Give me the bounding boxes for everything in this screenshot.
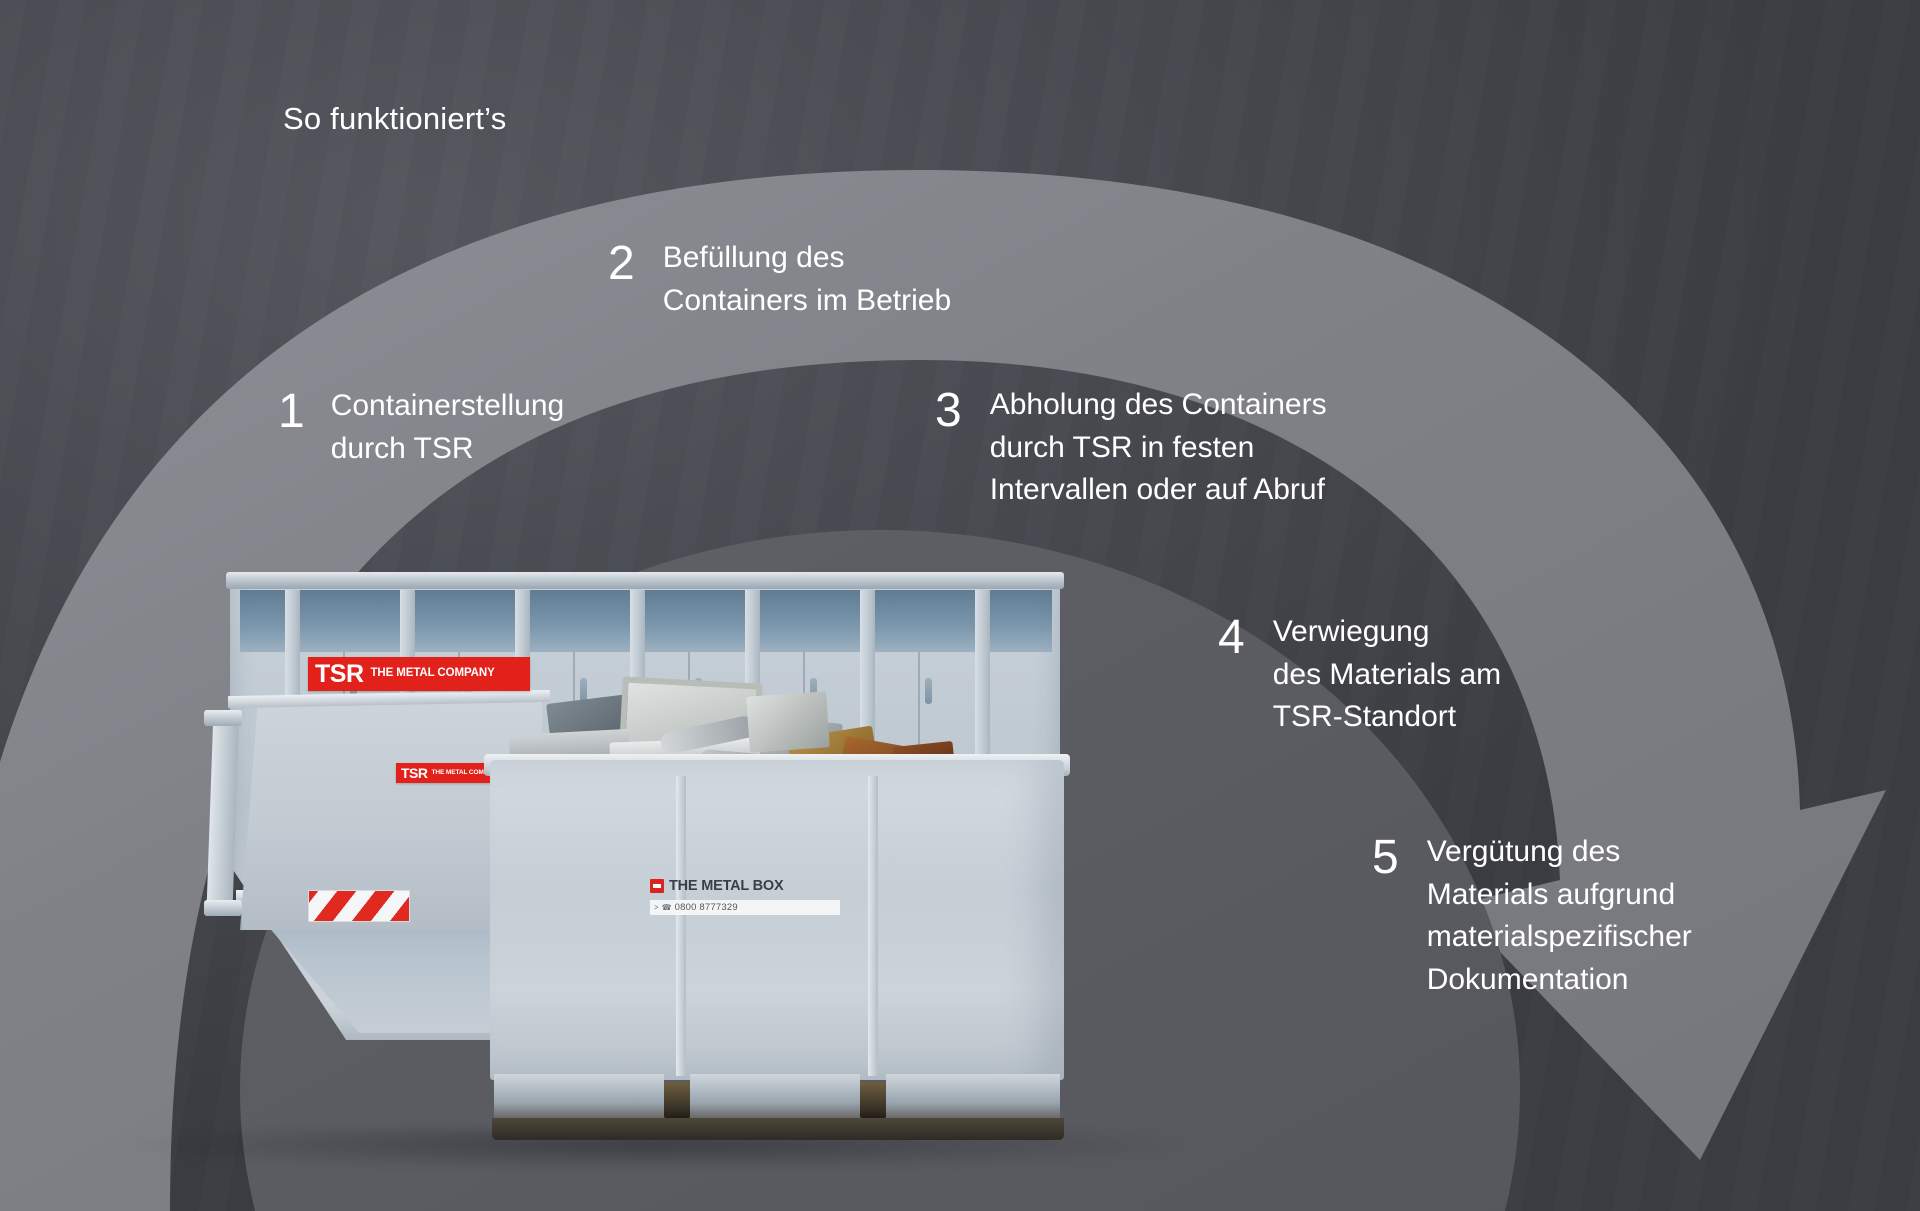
tsr-logo-large: TSR THE METAL COMPANY bbox=[308, 657, 530, 691]
skip-hook bbox=[580, 678, 587, 704]
metal-box-label-header: THE METAL BOX bbox=[650, 875, 840, 897]
metal-box-foot bbox=[690, 1074, 860, 1126]
step-text-line: Dokumentation bbox=[1426, 962, 1629, 996]
step-text: Containerstellung durch TSR bbox=[331, 385, 564, 470]
metal-box-divider bbox=[676, 776, 686, 1076]
step-number: 2 bbox=[608, 237, 635, 290]
tsr-tagline: THE METAL COMPANY bbox=[431, 768, 502, 776]
skip-arm-knob bbox=[204, 710, 242, 726]
page-title: So funktioniert’s bbox=[283, 101, 507, 136]
tsr-wordmark: TSR bbox=[315, 659, 364, 688]
step-text-line: Verwiegung bbox=[1272, 615, 1430, 648]
metal-box-divider bbox=[868, 776, 878, 1076]
step-text: Abholung des Containers durch TSR in fes… bbox=[990, 384, 1327, 512]
skip-hook bbox=[350, 678, 357, 704]
step-text-line: materialspezifischer bbox=[1426, 920, 1692, 954]
tsr-tagline: THE METAL COMPANY bbox=[370, 667, 495, 680]
step-text-line: Materials aufgrund bbox=[1426, 877, 1676, 911]
step-text-line: Abholung des Containers bbox=[989, 388, 1327, 421]
chevron-right-icon: > bbox=[654, 902, 659, 912]
metal-box-skid bbox=[492, 1118, 1064, 1140]
step-text-line: Vergütung des bbox=[1426, 835, 1621, 868]
step-text-line: Intervallen oder auf Abruf bbox=[989, 473, 1325, 507]
metal-box-body bbox=[490, 760, 1064, 1080]
step-number: 5 bbox=[1372, 831, 1399, 884]
step-text-line: Containerstellung bbox=[330, 389, 565, 422]
metal-box-foot bbox=[494, 1074, 664, 1126]
metal-box-phone-number: 0800 8777329 bbox=[674, 901, 738, 913]
step-text: Vergütung des Materials aufgrund materia… bbox=[1427, 831, 1692, 1001]
skip-top-rail bbox=[226, 572, 1064, 589]
metal-box-brand: THE METAL BOX bbox=[669, 877, 784, 894]
process-step-1: 1 Containerstellung durch TSR bbox=[278, 385, 564, 470]
arrow-band bbox=[0, 170, 1886, 1211]
skip-arm-knob bbox=[204, 900, 242, 916]
metal-box-fork-slot bbox=[860, 1082, 886, 1118]
process-step-3: 3 Abholung des Containers durch TSR in f… bbox=[935, 384, 1327, 512]
step-number: 1 bbox=[278, 385, 305, 438]
step-text: Verwiegung des Materials am TSR-Standort bbox=[1273, 611, 1501, 739]
step-text-line: Befüllung des bbox=[662, 241, 845, 274]
tsr-wordmark: TSR bbox=[401, 765, 428, 781]
metal-box-phone-strip: > ☎ 0800 8777329 bbox=[650, 900, 840, 915]
skip-interior-shadow bbox=[240, 590, 1052, 652]
metal-box-label: THE METAL BOX > ☎ 0800 8777329 bbox=[650, 875, 840, 921]
skip-lift-arm bbox=[206, 710, 240, 910]
product-photo-group: TSR THE METAL COMPANY TSR THE METAL COMP… bbox=[0, 560, 1250, 1160]
phone-icon: ☎ bbox=[661, 902, 672, 912]
process-step-2: 2 Befüllung des Containers im Betrieb bbox=[608, 237, 951, 322]
step-text-line: TSR-Standort bbox=[1272, 700, 1457, 734]
step-text-line: durch TSR bbox=[330, 431, 474, 465]
step-text-line: durch TSR in festen bbox=[989, 430, 1255, 464]
step-text-line: Containers im Betrieb bbox=[662, 283, 952, 317]
step-text-line: des Materials am bbox=[1272, 657, 1502, 691]
step-number: 3 bbox=[935, 384, 962, 437]
hazard-stripe-marker bbox=[308, 890, 410, 922]
metal-box-fork-slot bbox=[664, 1082, 690, 1118]
process-step-5: 5 Vergütung des Materials aufgrund mater… bbox=[1372, 831, 1692, 1001]
scrap-item bbox=[746, 691, 830, 753]
metal-box-foot bbox=[886, 1074, 1060, 1126]
skip-hook bbox=[810, 678, 817, 704]
process-step-4: 4 Verwiegung des Materials am TSR-Stando… bbox=[1218, 611, 1501, 739]
metal-box-image: THE METAL BOX > ☎ 0800 8777329 bbox=[484, 670, 1170, 1145]
metal-box-logo-icon bbox=[650, 879, 664, 893]
step-text: Befüllung des Containers im Betrieb bbox=[663, 237, 951, 322]
skip-hook bbox=[925, 678, 932, 704]
step-number: 4 bbox=[1218, 611, 1245, 664]
